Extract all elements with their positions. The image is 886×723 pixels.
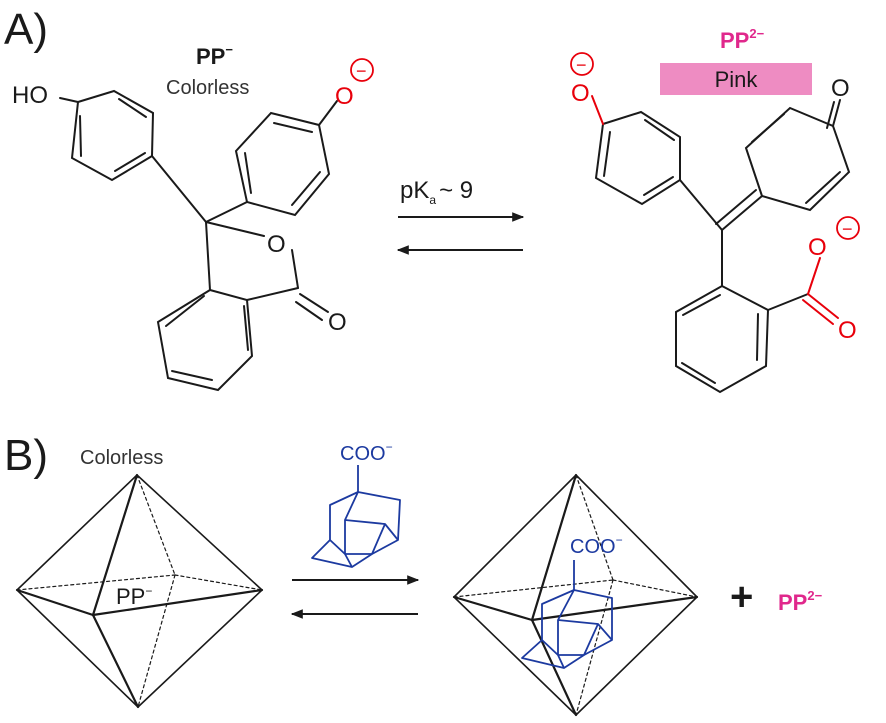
pp2-title: PP2− [720,26,765,53]
svg-text:O: O [335,83,354,110]
pp2-phenolate-o: O − [570,52,594,107]
coo-free-label: COO− [340,440,393,465]
coo-bound-label: COO− [570,533,623,558]
svg-text:O: O [571,80,590,107]
cage-right [452,473,699,717]
pp2-product: PP2− [778,588,823,615]
svg-text:COO−: COO− [570,533,623,558]
svg-text:PP−: PP− [116,584,152,609]
panel-a-label: A) [4,5,48,54]
ho-label: HO [12,82,48,109]
svg-text:−: − [356,61,367,81]
pp-minus-title: PP− [196,42,233,69]
pp-minus-state: Colorless [166,77,249,99]
svg-text:−: − [842,219,853,239]
adamantane-bound [521,560,613,669]
pp-inside-cage: PP− [116,584,152,609]
adamantane-free [311,465,401,568]
plus-sign: + [730,575,753,619]
pka-label: pKa~ 9 [400,177,473,207]
carbonyl-o-label: O [328,309,347,336]
lactone-o-label: O [267,231,286,258]
carboxylate-o-double: O [838,317,857,344]
carboxylate-o-minus: O − [808,216,860,261]
svg-text:pKa~ 9: pKa~ 9 [400,177,473,207]
svg-text:PP−: PP− [196,42,233,69]
panel-b-label: B) [4,431,48,480]
pink-box [660,63,812,95]
svg-text:COO−: COO− [340,440,393,465]
colorless-label-b: Colorless [80,447,163,469]
pp2-structure-red [591,95,839,325]
svg-text:O: O [808,234,827,261]
cage-left [15,473,264,709]
quinone-o-label: O [831,75,850,102]
svg-text:−: − [576,55,587,75]
svg-text:PP2−: PP2− [778,588,823,615]
svg-text:PP2−: PP2− [720,26,765,53]
pink-label: Pink [715,67,759,92]
pp2-structure-black [594,99,851,394]
phenolate-o: O − [335,58,374,110]
pp-minus-structure [59,89,338,392]
